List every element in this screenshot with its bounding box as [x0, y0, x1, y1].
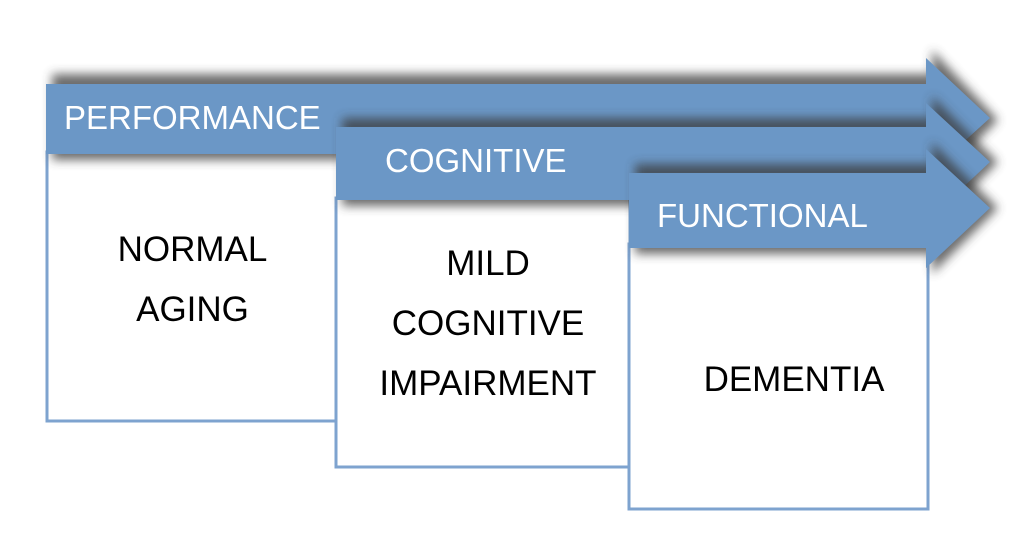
stage-line: COGNITIVE [391, 304, 585, 344]
band-label-performance: PERFORMANCE [64, 99, 321, 136]
band-label-cognitive: COGNITIVE [385, 142, 567, 179]
stage-box-normal-aging [45, 150, 340, 423]
stage-label-normal-aging: NORMAL AGING [47, 220, 338, 340]
stage-line: NORMAL [117, 230, 268, 269]
band-functional [629, 142, 998, 274]
stage-line: AGING [136, 290, 249, 330]
stage-line: DEMENTIA [703, 360, 885, 399]
stage-line: IMPAIRMENT [379, 364, 597, 404]
stage-box-mci [334, 196, 632, 469]
stage-label-mci: MILD COGNITIVE IMPAIRMENT [338, 234, 638, 415]
stage-label-dementia: DEMENTIA [644, 350, 944, 410]
stage-line: MILD [446, 244, 530, 283]
band-label-functional: FUNCTIONAL [657, 197, 868, 234]
